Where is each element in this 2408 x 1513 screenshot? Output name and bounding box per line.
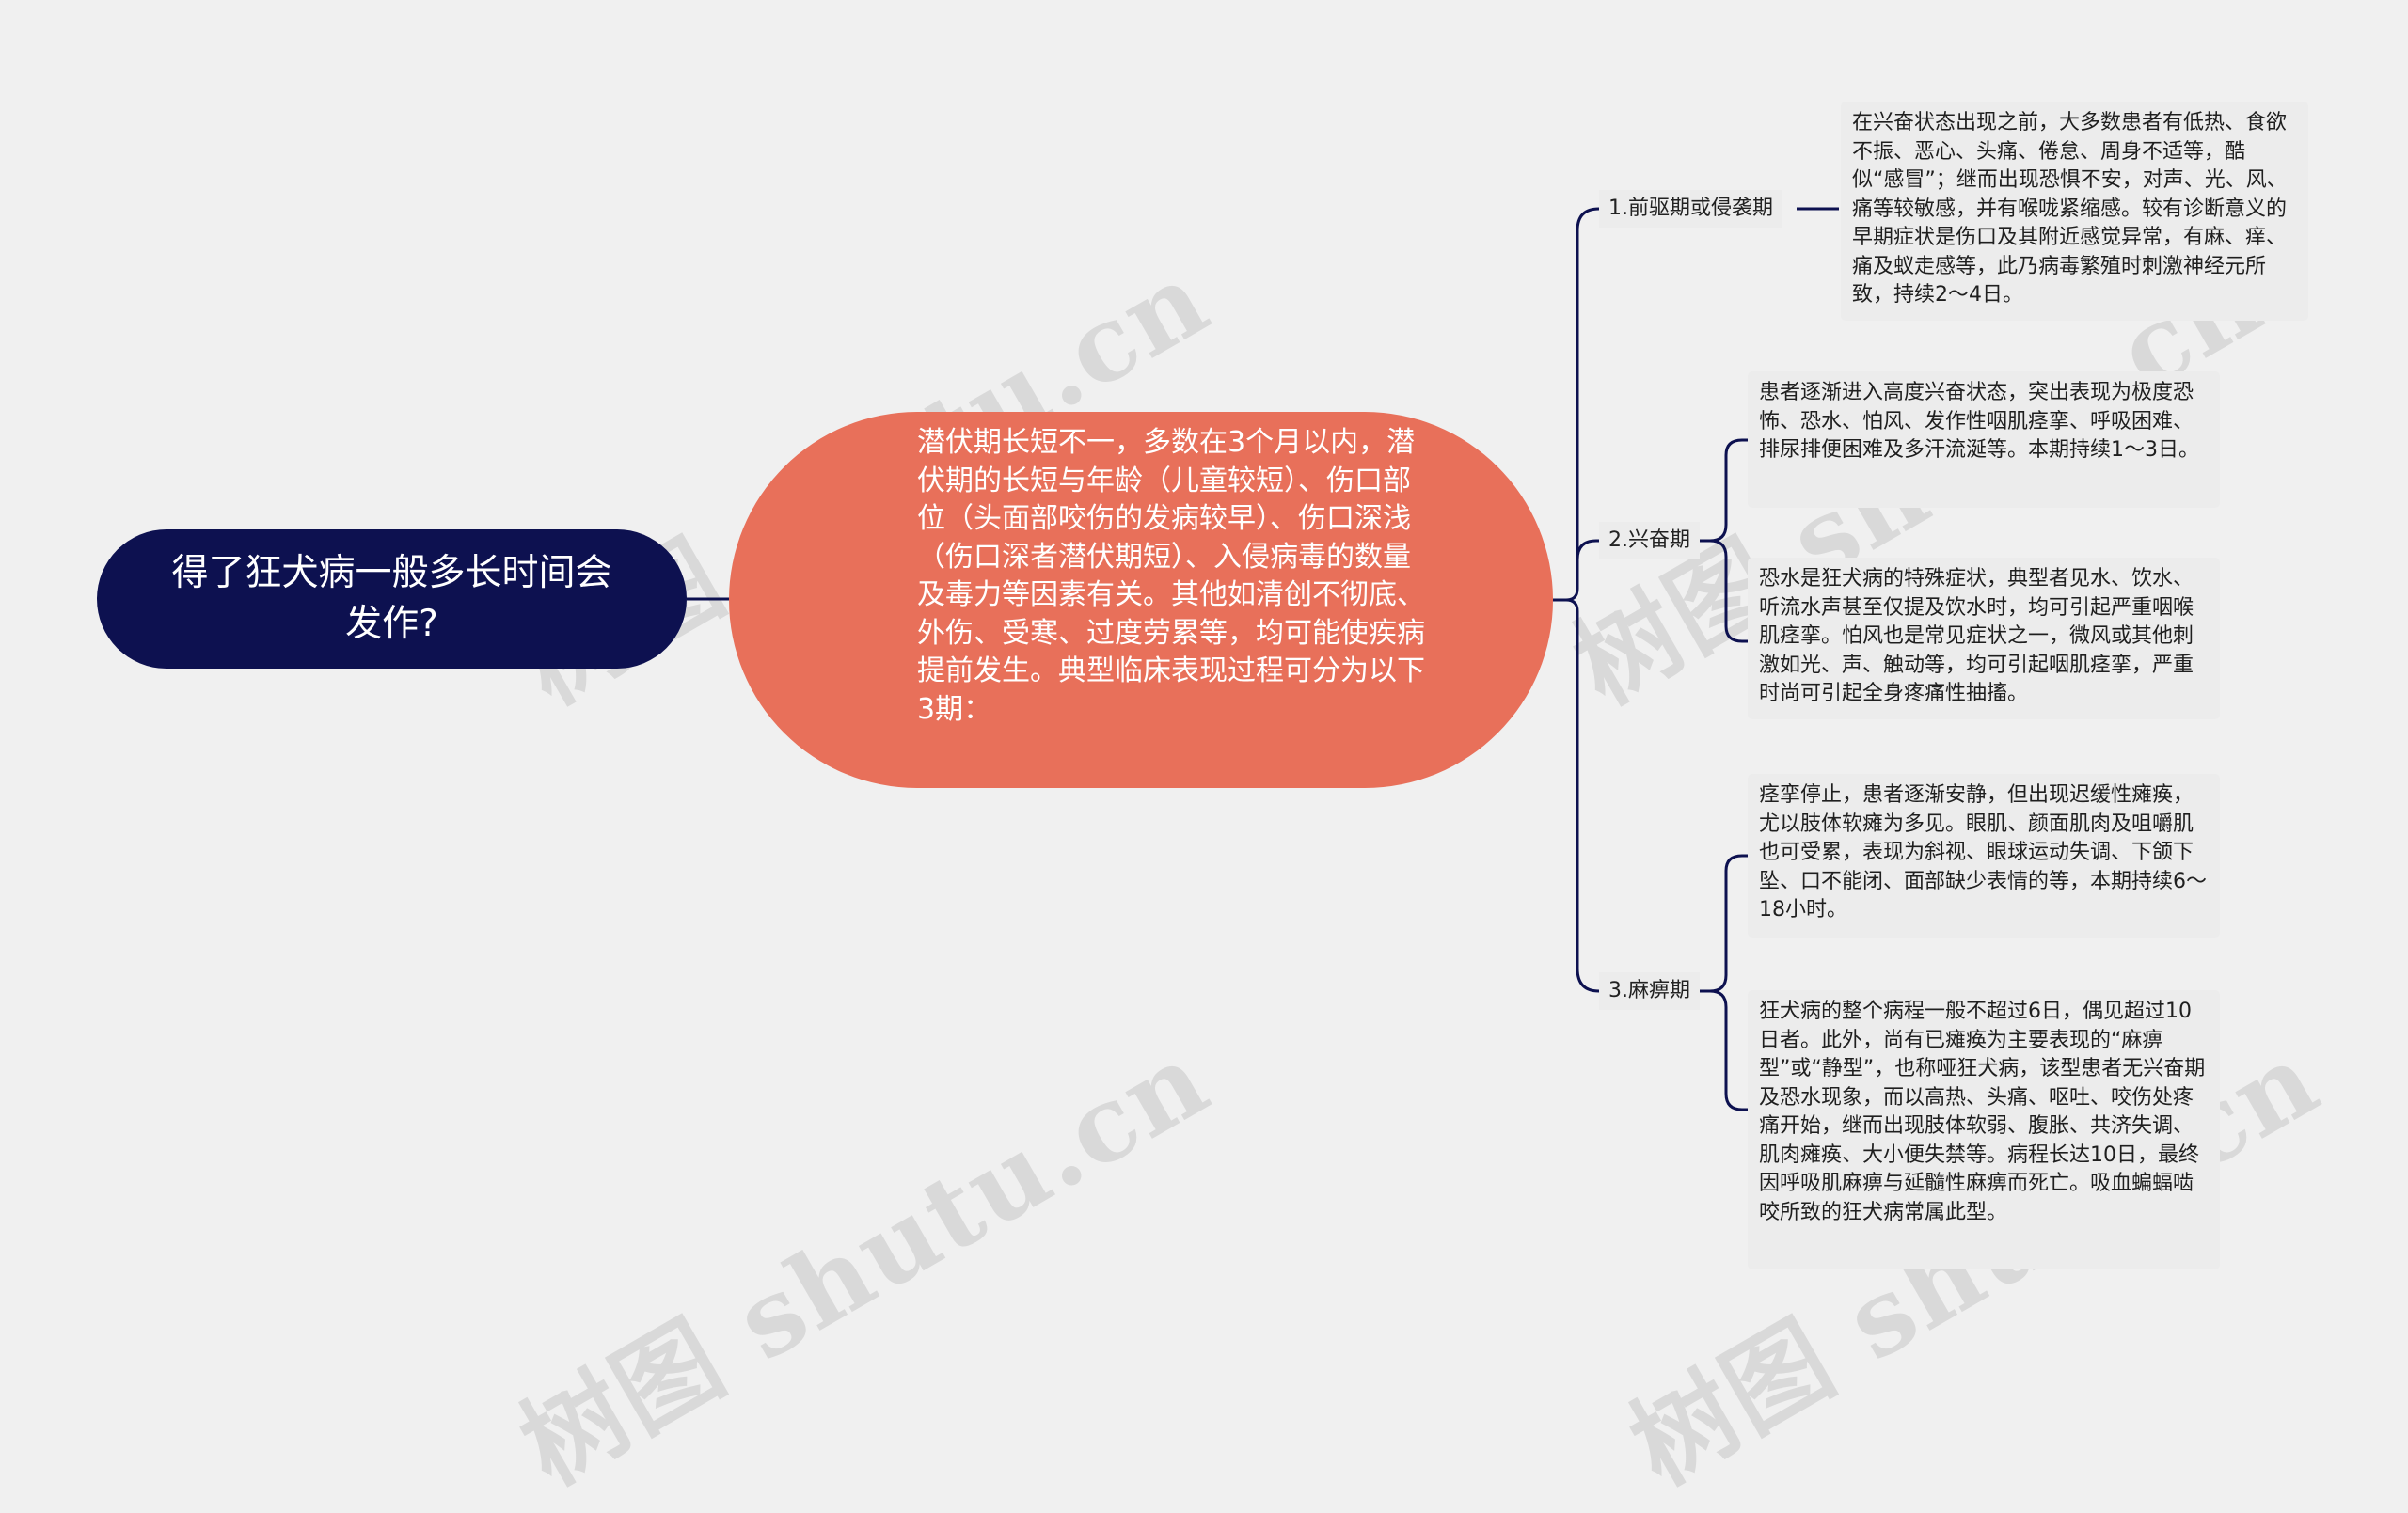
leaf-text: 在兴奋状态出现之前，大多数患者有低热、食欲不振、恶心、头痛、倦怠、周身不适等，酷… bbox=[1852, 111, 2288, 307]
connector-lines bbox=[687, 207, 1839, 1111]
branch-label: 1.前驱期或侵袭期 bbox=[1608, 197, 1773, 220]
connector-branch3-leaf bbox=[1709, 989, 1748, 1111]
leaf-hydrophobia[interactable]: 恐水是狂犬病的特殊症状，典型者见水、饮水、听流水声甚至仅提及饮水时，均可引起严重… bbox=[1748, 558, 2220, 719]
branch-prodromal[interactable]: 1.前驱期或侵袭期 bbox=[1599, 190, 1782, 228]
central-topic-text: 潜伏期长短不一，多数在3个月以内，潜伏期的长短与年龄（儿童较短）、伤口部位（头面… bbox=[917, 426, 1425, 726]
leaf-paralysis-onset[interactable]: 痉挛停止，患者逐渐安静，但出现迟缓性瘫痪，尤以肢体软瘫为多见。眼肌、颜面肌肉及咀… bbox=[1748, 774, 2220, 938]
branch-label: 2.兴奋期 bbox=[1608, 528, 1690, 552]
connector-branch2-leaf bbox=[1709, 539, 1748, 643]
connector-center-trunk bbox=[1576, 539, 1606, 589]
mindmap-canvas: 树图 shutu.cn 树图 shutu.cn 树图 shutu.cn 树图 s… bbox=[97, 102, 2338, 1508]
leaf-text: 狂犬病的整个病程一般不超过6日，偶见超过10日者。此外，尚有已瘫痪为主要表现的“… bbox=[1759, 1000, 2206, 1224]
connector-center-trunk bbox=[1576, 611, 1606, 993]
branch-excitation[interactable]: 2.兴奋期 bbox=[1599, 522, 1700, 559]
leaf-text: 患者逐渐进入高度兴奋状态，突出表现为极度恐怖、恐水、怕风、发作性咽肌痉挛、呼吸困… bbox=[1759, 381, 2199, 462]
central-topic[interactable]: 潜伏期长短不一，多数在3个月以内，潜伏期的长短与年龄（儿童较短）、伤口部位（头面… bbox=[729, 412, 1553, 788]
leaf-excitation-state[interactable]: 患者逐渐进入高度兴奋状态，突出表现为极度恐怖、恐水、怕风、发作性咽肌痉挛、呼吸困… bbox=[1748, 371, 2220, 508]
root-topic-text: 得了狂犬病一般多长时间会发作? bbox=[171, 552, 612, 645]
leaf-course-duration[interactable]: 狂犬病的整个病程一般不超过6日，偶见超过10日者。此外，尚有已瘫痪为主要表现的“… bbox=[1748, 990, 2220, 1269]
leaf-text: 痉挛停止，患者逐渐安静，但出现迟缓性瘫痪，尤以肢体软瘫为多见。眼肌、颜面肌肉及咀… bbox=[1759, 783, 2207, 922]
branch-paralysis[interactable]: 3.麻痹期 bbox=[1599, 972, 1700, 1010]
connector-branch2-leaf bbox=[1698, 438, 1748, 543]
branch-label: 3.麻痹期 bbox=[1608, 979, 1690, 1002]
connector-center-trunk bbox=[1565, 598, 1579, 612]
connector-branch3-leaf bbox=[1698, 854, 1748, 993]
leaf-text: 恐水是狂犬病的特殊症状，典型者见水、饮水、听流水声甚至仅提及饮水时，均可引起严重… bbox=[1759, 567, 2194, 705]
leaf-prodromal-symptoms[interactable]: 在兴奋状态出现之前，大多数患者有低热、食欲不振、恶心、头痛、倦怠、周身不适等，酷… bbox=[1841, 102, 2308, 321]
root-topic[interactable]: 得了狂犬病一般多长时间会发作? bbox=[97, 529, 687, 669]
